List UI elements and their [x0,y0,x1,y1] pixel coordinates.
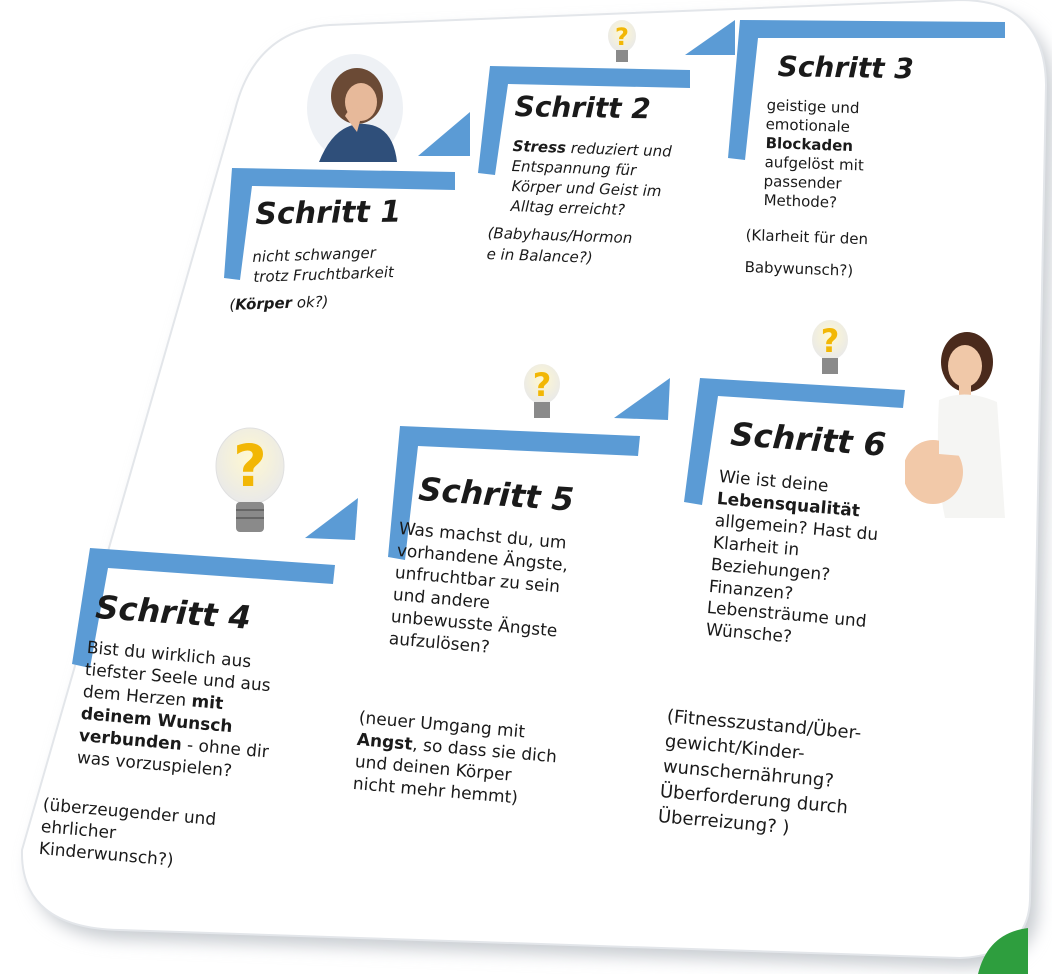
svg-text:?: ? [615,23,629,51]
step-1-note-line: (Körper ok?) [229,291,329,316]
question-bulb-icon: ? [215,427,285,532]
text-segment: e in Balance?) [486,244,594,267]
step-5-connector [388,378,670,560]
svg-text:?: ? [533,366,552,404]
woman-photo [307,54,403,162]
step-3-note-line: Babywunsch?) [744,256,853,282]
step-2-title: Schritt 2 [514,90,652,126]
leaf-logo [978,928,1028,974]
step-1-title: Schritt 1 [255,194,402,232]
text-segment: Alltag erreicht? [510,196,626,219]
pregnant-woman-photo [905,332,1005,518]
step-6-connector [684,378,905,505]
step-2-connector [478,20,735,175]
text-segment: Stress [512,136,567,157]
svg-text:?: ? [821,322,840,360]
text-segment: Babywunsch?) [744,257,854,280]
step-1-connector [224,112,470,280]
step-2-lines-line: Alltag erreicht? [510,195,625,221]
step-4-connector [72,498,358,668]
text-segment: Körper [234,293,293,314]
svg-text:?: ? [233,432,267,500]
step-3-lines-line: Methode? [763,189,837,214]
step-3-connector [728,20,1005,160]
text-segment: mit [190,691,225,715]
text-segment: ok?) [291,292,329,312]
question-bulb-icon: ? [524,364,560,418]
text-segment: Methode? [762,190,838,212]
question-bulb-icon: ? [812,320,848,374]
step-3-title: Schritt 3 [777,50,915,86]
step-3-note-line: (Klarheit für den [745,224,868,250]
card-shape [20,0,1048,960]
text-segment: (Klarheit für den [745,225,869,249]
text-segment: trotz Fruchtbarkeit [252,263,394,286]
question-bulb-icon: ? [608,20,636,62]
step-2-note-line: e in Balance?) [486,243,594,269]
